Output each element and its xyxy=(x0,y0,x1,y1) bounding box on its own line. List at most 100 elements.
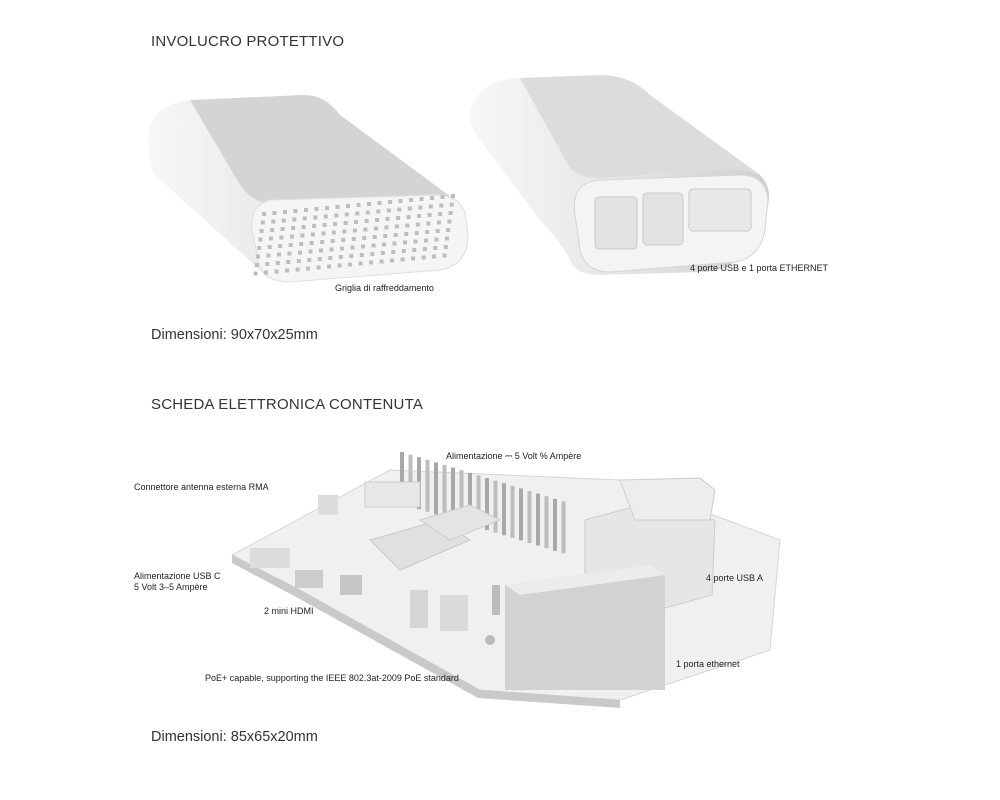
grille-hole xyxy=(386,208,391,213)
grille-hole xyxy=(350,245,355,250)
grille-hole xyxy=(349,254,354,258)
grille-hole xyxy=(356,203,361,207)
label-case-ports: 4 porte USB e 1 porta ETHERNET xyxy=(690,263,829,273)
grille-hole xyxy=(370,252,375,256)
label-ethernet: 1 porta ethernet xyxy=(676,659,740,669)
grille-hole xyxy=(275,261,280,265)
grille-hole xyxy=(351,237,356,241)
grille-hole xyxy=(388,200,392,204)
grille-hole xyxy=(407,206,412,211)
grille-hole xyxy=(369,260,374,265)
grille-hole xyxy=(430,196,434,200)
grille-hole xyxy=(425,230,430,234)
grille-hole xyxy=(382,242,386,247)
grille-hole xyxy=(384,225,389,230)
header-pin xyxy=(510,485,515,538)
grille-hole xyxy=(313,215,318,220)
grille-hole xyxy=(379,259,384,264)
header-pin xyxy=(476,475,481,528)
grille-hole xyxy=(323,214,328,219)
grille-hole xyxy=(424,238,428,243)
grille-hole xyxy=(426,221,431,226)
grille-hole xyxy=(403,240,407,245)
grille-hole xyxy=(306,266,311,271)
section-title-board: SCHEDA ELETTRONICA CONTENUTA xyxy=(151,396,424,413)
grille-hole xyxy=(271,219,276,224)
grille-hole xyxy=(307,258,312,262)
header-pin xyxy=(408,454,413,507)
grille-hole xyxy=(377,201,382,205)
grille-hole xyxy=(375,218,380,222)
grille-hole xyxy=(286,260,291,264)
grille-hole xyxy=(256,254,260,259)
header-pin xyxy=(459,470,464,523)
header-pin xyxy=(400,452,404,504)
grille-hole xyxy=(355,211,360,216)
grille-hole xyxy=(330,239,335,243)
grille-hole xyxy=(340,246,344,251)
grille-hole xyxy=(280,227,285,231)
grille-hole xyxy=(358,261,363,266)
header-pin xyxy=(536,493,540,546)
label-usb-a: 4 porte USB A xyxy=(706,573,764,583)
case-dimensions: Dimensioni: 90x70x25mm xyxy=(151,327,318,343)
grille-hole xyxy=(266,253,271,258)
grille-hole xyxy=(337,263,342,268)
grille-hole xyxy=(278,244,283,248)
grille-hole xyxy=(262,212,266,216)
grille-hole xyxy=(291,226,296,230)
grille-hole xyxy=(442,253,447,258)
grille-hole xyxy=(422,247,427,251)
grille-hole xyxy=(418,205,423,210)
grille-hole xyxy=(385,217,390,221)
grille-hole xyxy=(406,215,411,219)
grille-hole xyxy=(432,254,437,259)
grille-hole xyxy=(319,248,323,253)
grille-hole xyxy=(309,241,314,245)
grille-hole xyxy=(293,209,298,213)
grille-hole xyxy=(396,216,401,220)
grille-hole xyxy=(390,258,395,263)
grille-hole xyxy=(254,263,259,267)
grille-hole xyxy=(343,221,348,225)
grille-hole xyxy=(300,233,305,238)
grille-hole xyxy=(447,219,452,224)
grille-hole xyxy=(417,214,422,218)
grille-hole xyxy=(304,208,308,212)
header-pin xyxy=(451,467,455,520)
grille-hole xyxy=(404,232,409,236)
grille-hole xyxy=(258,237,263,242)
header-pin xyxy=(442,465,447,517)
grille-hole xyxy=(440,195,445,199)
grille-hole xyxy=(376,209,381,214)
grille-hole xyxy=(285,268,290,273)
grille-hole xyxy=(316,265,321,270)
grille-hole xyxy=(394,224,399,229)
grille-hole xyxy=(412,248,417,252)
grille-hole xyxy=(320,240,325,244)
grille-hole xyxy=(446,228,451,232)
label-cooling-grille: Griglia di raffreddamento xyxy=(335,283,434,293)
grille-hole xyxy=(341,238,346,242)
grille-hole xyxy=(327,264,332,269)
grille-hole xyxy=(299,242,304,246)
grille-hole xyxy=(322,223,327,227)
grille-hole xyxy=(328,256,333,260)
grille-hole xyxy=(352,228,357,233)
board-render xyxy=(230,452,781,708)
grille-hole xyxy=(405,223,410,228)
header-pin xyxy=(493,480,498,533)
label-antenna: Connettore antenna esterna RMA xyxy=(134,482,269,492)
grille-hole xyxy=(443,245,448,249)
header-pin xyxy=(519,488,523,541)
grille-hole xyxy=(314,207,319,211)
grille-hole xyxy=(346,204,350,208)
grille-hole xyxy=(257,246,262,250)
grille-hole xyxy=(292,217,297,222)
grille-hole xyxy=(449,202,454,207)
board-dimensions: Dimensioni: 85x65x20mm xyxy=(151,729,318,745)
grille-hole xyxy=(283,210,287,214)
header-pin xyxy=(468,472,472,525)
grille-hole xyxy=(348,262,353,267)
